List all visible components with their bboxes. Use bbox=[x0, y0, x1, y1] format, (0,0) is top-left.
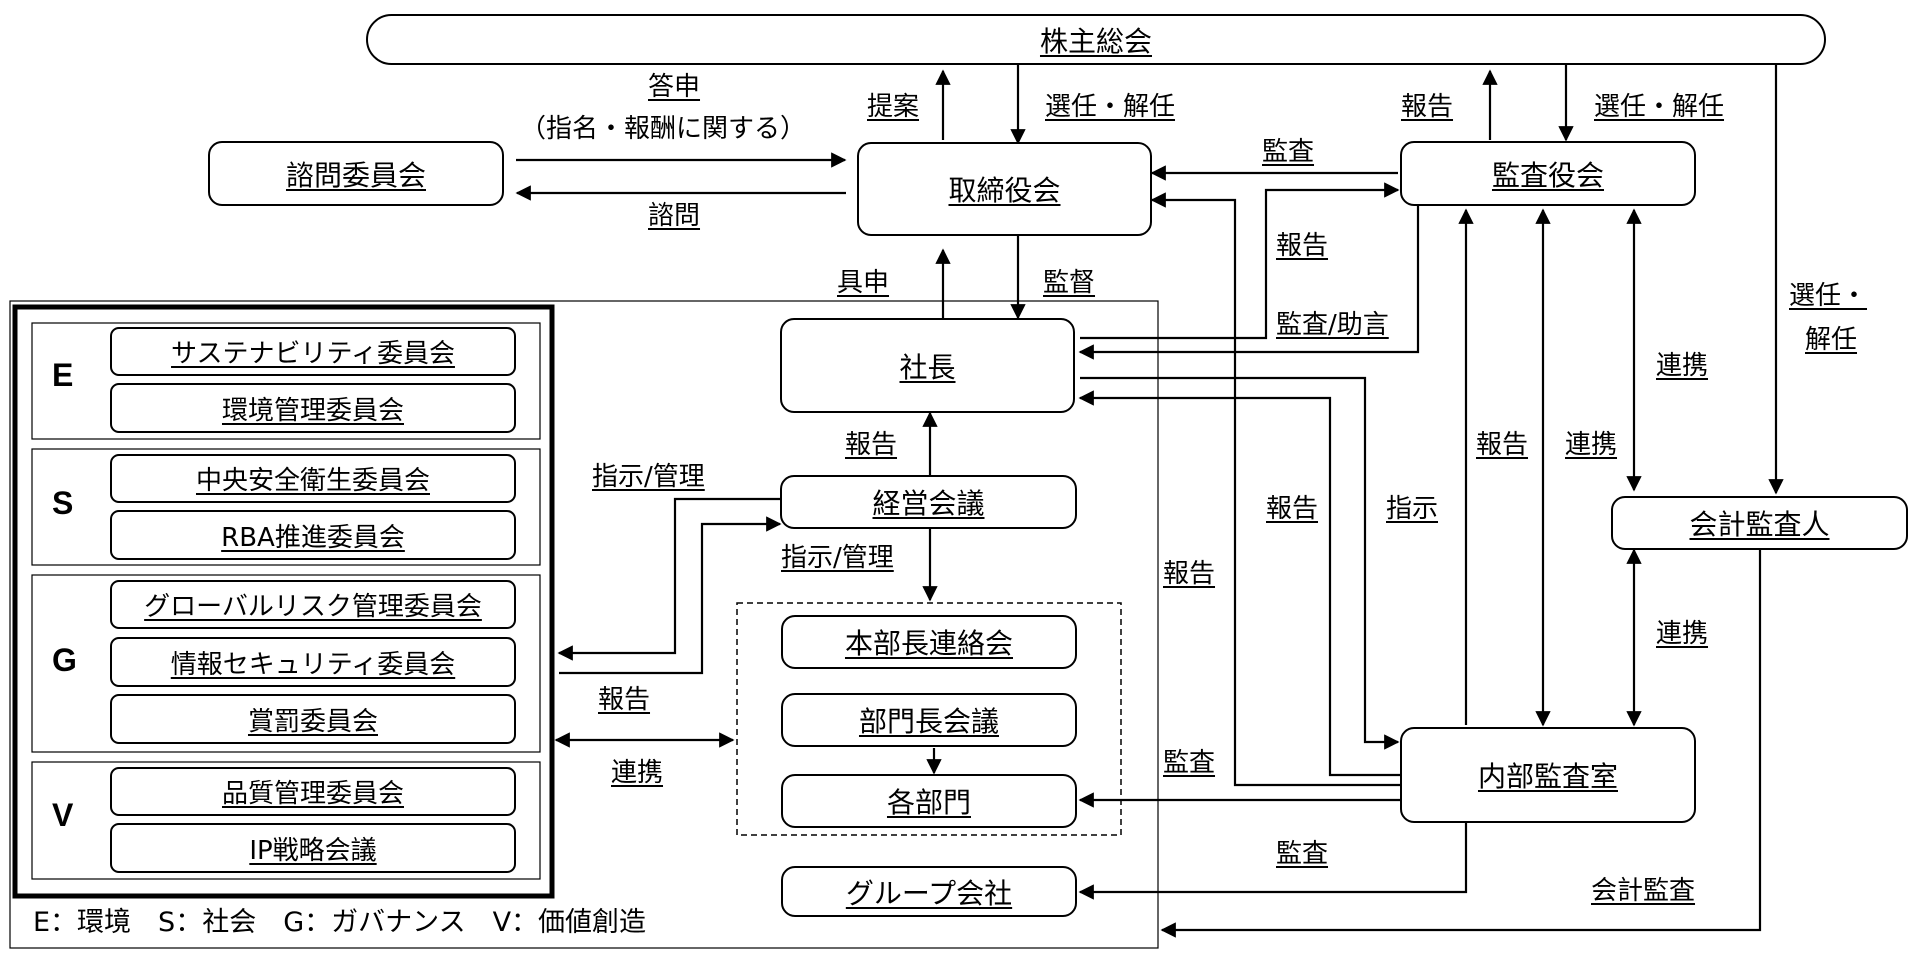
arrow-audit-advice bbox=[1078, 204, 1420, 360]
esg-group-s bbox=[31, 448, 541, 566]
committee-frame bbox=[12, 304, 555, 899]
label-teian: 提案 bbox=[867, 92, 920, 122]
departments-label: 各部門 bbox=[886, 786, 971, 819]
label-coop-depts: 連携 bbox=[611, 758, 664, 788]
hq-liaison-box[interactable]: 本部長連絡会 bbox=[781, 615, 1077, 669]
committee-label: 情報セキュリティ委員会 bbox=[170, 649, 456, 680]
label-instruct-committees: 指示/管理 bbox=[592, 462, 705, 492]
label-report-committees: 報告 bbox=[598, 685, 651, 715]
company-frame bbox=[9, 300, 1159, 949]
committee-quality[interactable]: 品質管理委員会 bbox=[110, 767, 516, 816]
label-audit-advice: 監査/助言 bbox=[1276, 310, 1389, 340]
esg-letter-e: E bbox=[52, 357, 74, 393]
arrow-report-president bbox=[1078, 390, 1400, 777]
label-elect-audit: 選任・解任 bbox=[1594, 92, 1725, 122]
committee-safety-health[interactable]: 中央安全衛生委員会 bbox=[110, 454, 516, 503]
label-gushin: 具申 bbox=[837, 268, 890, 298]
accounting-auditor-label: 会計監査人 bbox=[1689, 508, 1830, 541]
label-elect-acct-1: 選任・ bbox=[1789, 281, 1868, 311]
committee-global-risk[interactable]: グローバルリスク管理委員会 bbox=[110, 580, 516, 629]
committee-label: 中央安全衛生委員会 bbox=[195, 466, 430, 496]
arrow-accounting-audit bbox=[1160, 550, 1762, 938]
committee-sustainability[interactable]: サステナビリティ委員会 bbox=[110, 327, 516, 376]
arrow-audit-group bbox=[1078, 823, 1468, 900]
committee-label: 賞罰委員会 bbox=[247, 706, 378, 737]
advisory-box[interactable]: 諮問委員会 bbox=[208, 141, 504, 206]
label-report-audit: 報告 bbox=[1276, 231, 1329, 261]
committee-info-security[interactable]: 情報セキュリティ委員会 bbox=[110, 637, 516, 687]
label-coop-audit-acct: 連携 bbox=[1656, 351, 1709, 381]
shareholders-label: 株主総会 bbox=[1039, 24, 1152, 58]
board-label: 取締役会 bbox=[948, 174, 1061, 207]
label-instruct-mgmt: 指示/管理 bbox=[781, 543, 894, 573]
internal-audit-box[interactable]: 内部監査室 bbox=[1400, 727, 1696, 823]
arrow-instruct-committees bbox=[557, 497, 780, 661]
audit-board-label: 監査役会 bbox=[1491, 158, 1604, 192]
label-elect-board: 選任・解任 bbox=[1045, 92, 1176, 122]
esg-group-g bbox=[31, 574, 541, 753]
mgmt-meeting-box[interactable]: 経営会議 bbox=[780, 475, 1077, 529]
board-box[interactable]: 取締役会 bbox=[857, 142, 1152, 236]
group-companies-box[interactable]: グループ会社 bbox=[781, 866, 1077, 917]
president-box[interactable]: 社長 bbox=[780, 318, 1075, 413]
label-report-president: 報告 bbox=[1266, 494, 1319, 524]
accounting-auditor-box[interactable]: 会計監査人 bbox=[1611, 496, 1908, 550]
esg-group-e bbox=[31, 322, 541, 440]
legend: E：環境 S：社会 G：ガバナンス V：価値創造 bbox=[33, 907, 647, 938]
committee-rewards[interactable]: 賞罰委員会 bbox=[110, 694, 516, 744]
label-audit-board: 監査 bbox=[1262, 137, 1315, 167]
label-accounting-audit: 会計監査 bbox=[1591, 876, 1696, 906]
committee-label: IP戦略会議 bbox=[249, 835, 377, 866]
dept-heads-label: 部門長会議 bbox=[858, 705, 999, 738]
label-audit-group: 監査 bbox=[1276, 839, 1329, 869]
audit-board-box[interactable]: 監査役会 bbox=[1400, 141, 1696, 206]
committee-label: サステナビリティ委員会 bbox=[171, 339, 455, 369]
president-label: 社長 bbox=[899, 350, 956, 384]
departments-box[interactable]: 各部門 bbox=[781, 774, 1077, 828]
shareholders-box[interactable]: 株主総会 bbox=[366, 14, 1826, 65]
committee-label: 品質管理委員会 bbox=[221, 779, 404, 809]
arrow-report-board bbox=[1150, 192, 1400, 787]
label-coop-acct-internal: 連携 bbox=[1656, 619, 1709, 649]
group-companies-label: グループ会社 bbox=[845, 876, 1013, 910]
esg-group-v bbox=[31, 761, 541, 880]
esg-letter-s: S bbox=[52, 485, 74, 521]
hq-liaison-label: 本部長連絡会 bbox=[844, 627, 1013, 660]
label-instruct: 指示 bbox=[1386, 494, 1439, 524]
label-report-board: 報告 bbox=[1163, 559, 1216, 589]
arrow-report-audit bbox=[1080, 182, 1400, 340]
committee-label: 環境管理委員会 bbox=[221, 395, 404, 426]
committee-ip-strategy[interactable]: IP戦略会議 bbox=[110, 823, 516, 873]
label-report-mgmt: 報告 bbox=[845, 430, 898, 460]
mgmt-meeting-label: 経営会議 bbox=[872, 487, 985, 520]
label-elect-acct-2: 解任 bbox=[1805, 325, 1858, 355]
committee-label: RBA推進委員会 bbox=[221, 522, 405, 553]
label-coop-audit-internal: 連携 bbox=[1565, 430, 1618, 460]
label-audit-departments: 監査 bbox=[1163, 748, 1216, 778]
dept-heads-box[interactable]: 部門長会議 bbox=[781, 693, 1077, 747]
dept-group-frame bbox=[736, 602, 1122, 836]
label-report-shareholders: 報告 bbox=[1401, 92, 1454, 122]
esg-letter-v: V bbox=[52, 797, 74, 833]
committee-rba[interactable]: RBA推進委員会 bbox=[110, 510, 516, 560]
committee-label: グローバルリスク管理委員会 bbox=[144, 592, 482, 622]
label-toushin-sub: （指名・報酬に関する） bbox=[520, 114, 807, 144]
committee-env-mgmt[interactable]: 環境管理委員会 bbox=[110, 383, 516, 433]
advisory-label: 諮問委員会 bbox=[285, 158, 426, 192]
label-kantoku: 監督 bbox=[1043, 268, 1096, 298]
label-toushin: 答申 bbox=[648, 72, 701, 102]
arrow-instruct bbox=[1080, 376, 1400, 750]
internal-audit-label: 内部監査室 bbox=[1477, 760, 1618, 793]
esg-letter-g: G bbox=[52, 642, 77, 678]
arrow-report-committees bbox=[559, 516, 782, 675]
label-shimon: 諮問 bbox=[648, 201, 701, 231]
label-report-internal: 報告 bbox=[1476, 430, 1529, 460]
